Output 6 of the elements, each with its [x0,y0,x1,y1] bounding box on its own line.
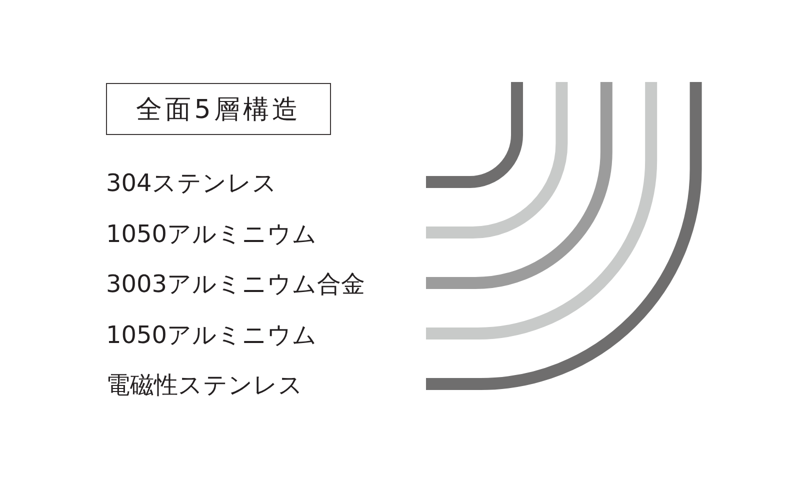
title-box: 全面5層構造 [106,83,331,135]
layer-label: 電磁性ステンレス [106,370,303,400]
layer-label: 304ステンレス [106,168,277,198]
layer-label: 1050アルミニウム [106,320,318,350]
layer-label: 1050アルミニウム [106,218,318,248]
layer-label: 3003アルミニウム合金 [106,269,366,299]
